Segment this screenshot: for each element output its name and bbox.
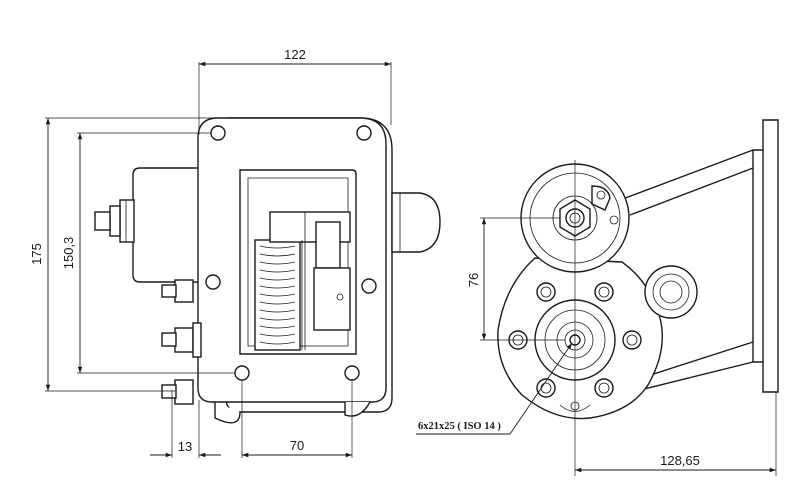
- dim-width-top: 122: [284, 47, 306, 62]
- front-view: [94, 117, 441, 424]
- side-view: [497, 119, 779, 420]
- dim-width-right: 128,65: [660, 453, 700, 468]
- solenoid-body: [132, 167, 206, 283]
- dim-height-holes: 150,3: [61, 237, 76, 270]
- mounting-plate: [762, 119, 779, 393]
- dim-height-total: 175: [29, 243, 44, 265]
- shaft-callout: 6x21x25 ( ISO 14 ): [418, 421, 501, 432]
- side-bolts: [161, 279, 202, 405]
- front-dimensions: 122 175 150,3 13 70: [29, 47, 392, 458]
- dim-offset-left: 13: [178, 439, 192, 454]
- dim-vertical-right: 76: [466, 273, 481, 287]
- dim-hole-spacing: 70: [290, 438, 304, 453]
- side-plug: [391, 192, 441, 253]
- side-dimensions: 76 128,65 6x21x25 ( ISO 14 ): [416, 160, 777, 476]
- gear: [254, 239, 301, 351]
